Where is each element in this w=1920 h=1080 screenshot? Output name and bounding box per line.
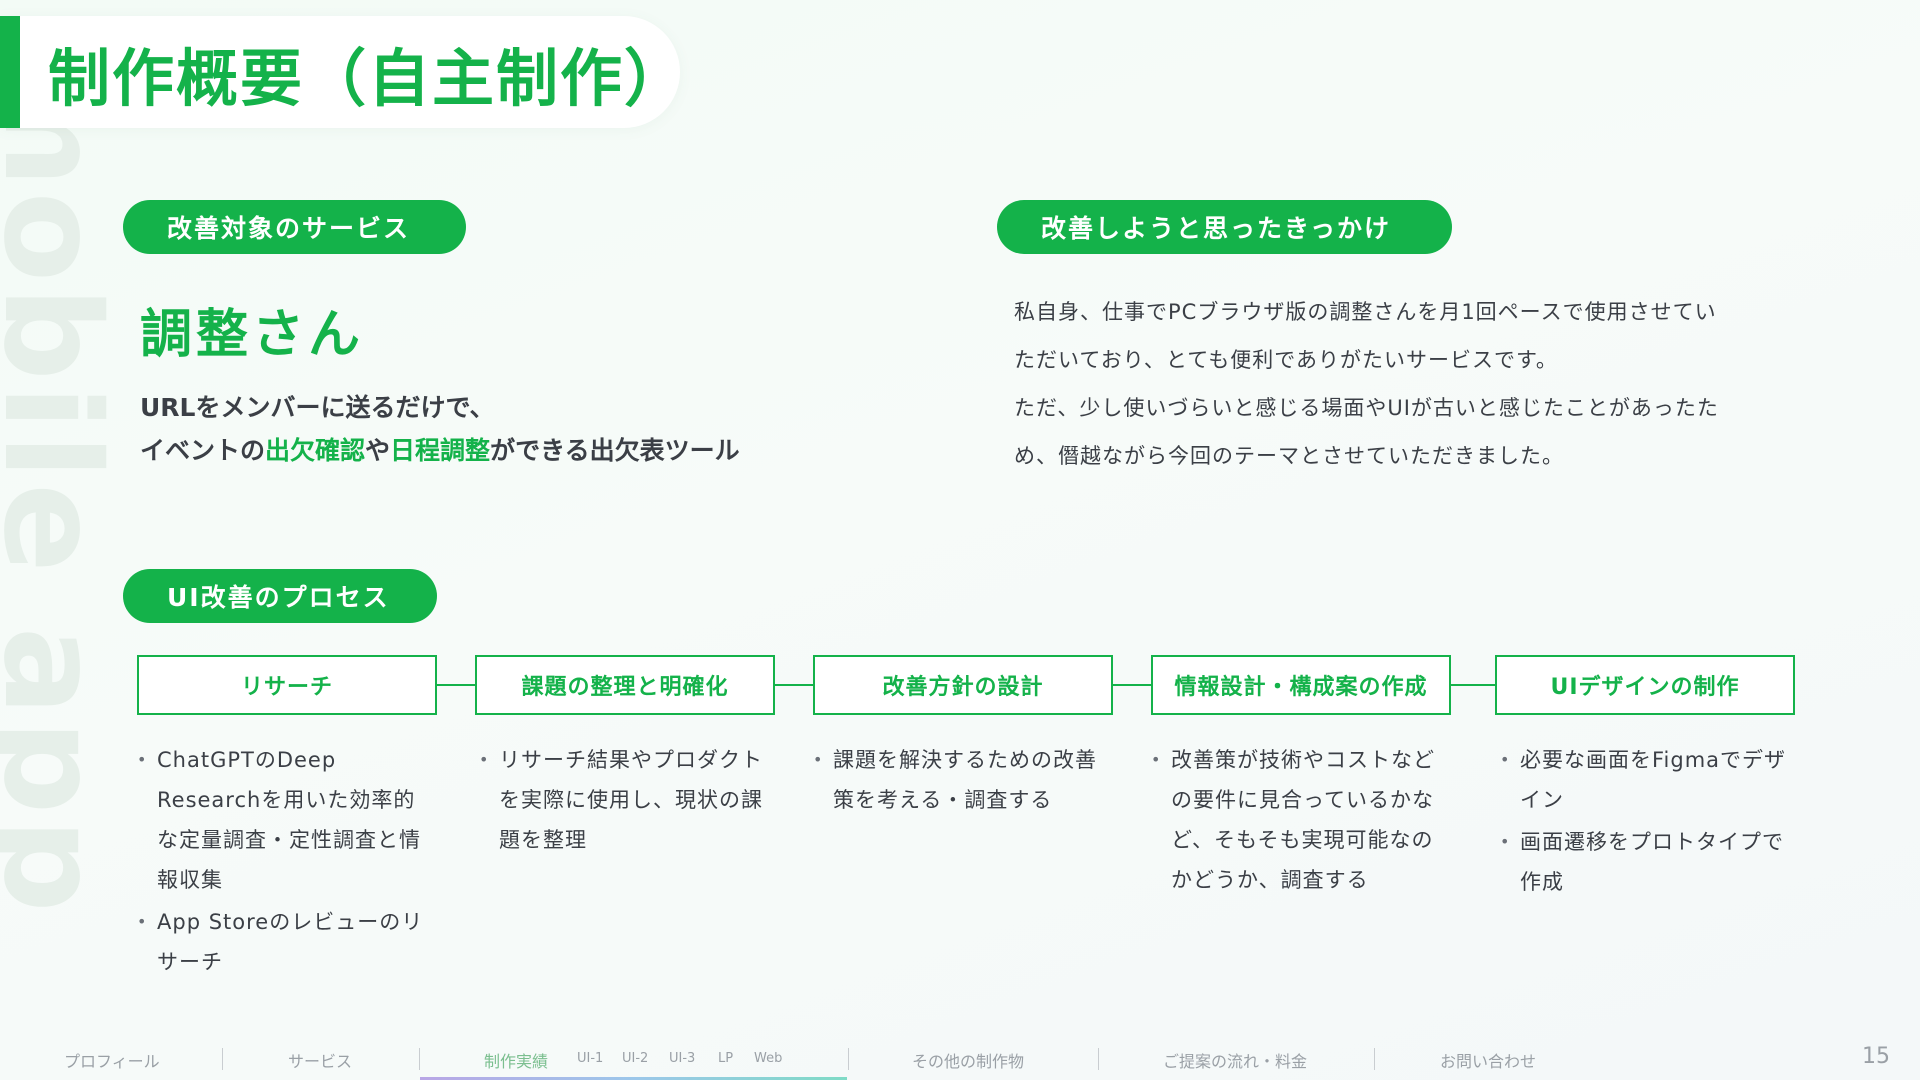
nav-sub-ui2[interactable]: UI-2 — [622, 1051, 649, 1066]
step-ui-design: UIデザインの制作 — [1495, 655, 1795, 715]
nav-separator — [222, 1048, 223, 1070]
step-research-bullets: ChatGPTのDeep Researchを用いた効率的な定量調査・定性調査と情… — [137, 740, 437, 984]
reason-line: ただ、少し使いづらいと感じる場面やUIが古いと感じたことがあったた — [1014, 396, 1719, 420]
service-desc-line1: URLをメンバーに送るだけで、 — [140, 393, 495, 422]
title-accent-bar — [0, 16, 20, 128]
desc-prefix: イベントの — [140, 436, 266, 465]
desc-suffix: ができる出欠表ツール — [490, 436, 740, 465]
page-number: 15 — [1862, 1044, 1890, 1069]
reason-line: 私自身、仕事でPCブラウザ版の調整さんを月1回ペースで使用させてい — [1014, 300, 1717, 324]
step-ui-bullets: 必要な画面をFigmaでデザイン 画面遷移をプロトタイプで作成 — [1500, 740, 1800, 904]
bullet-item: 改善策が技術やコストなどの要件に見合っているかなど、そもそも実現可能なのかどうか… — [1151, 740, 1451, 900]
service-desc-line2: イベントの出欠確認や日程調整ができる出欠表ツール — [140, 429, 740, 472]
nav-service[interactable]: サービス — [288, 1052, 353, 1071]
nav-active-underline — [420, 1077, 847, 1080]
watermark: mobile app — [0, 40, 140, 917]
step-policy-design: 改善方針の設計 — [813, 655, 1113, 715]
nav-separator — [1098, 1048, 1099, 1070]
bullet-item: 課題を解決するための改善策を考える・調査する — [813, 740, 1113, 820]
step-info-architecture: 情報設計・構成案の作成 — [1151, 655, 1451, 715]
nav-sub-ui1[interactable]: UI-1 — [577, 1051, 604, 1066]
desc-highlight-schedule: 日程調整 — [390, 436, 491, 465]
nav-profile[interactable]: プロフィール — [64, 1052, 160, 1071]
reason-heading: 改善しようと思ったきっかけ — [997, 200, 1452, 254]
bullet-item: 必要な画面をFigmaでデザイン — [1500, 740, 1800, 820]
process-steps: リサーチ 課題の整理と明確化 改善方針の設計 情報設計・構成案の作成 UIデザイ… — [137, 655, 1797, 715]
nav-separator — [419, 1048, 420, 1070]
bullet-item: App Storeのレビューのリサーチ — [137, 902, 437, 982]
nav-sub-lp[interactable]: LP — [718, 1051, 734, 1066]
bullet-item: 画面遷移をプロトタイプで作成 — [1500, 822, 1800, 902]
step-issue-bullets: リサーチ結果やプロダクトを実際に使用し、現状の課題を整理 — [479, 740, 779, 862]
bullet-item: リサーチ結果やプロダクトを実際に使用し、現状の課題を整理 — [479, 740, 779, 860]
process-heading: UI改善のプロセス — [123, 569, 437, 623]
target-service-heading: 改善対象のサービス — [123, 200, 466, 254]
footer-nav: プロフィール サービス 制作実績 UI-1 UI-2 UI-3 LP Web そ… — [0, 1040, 1920, 1080]
reason-line: め、僭越ながら今回のテーマとさせていただきました。 — [1014, 444, 1564, 468]
bullet-item: ChatGPTのDeep Researchを用いた効率的な定量調査・定性調査と情… — [137, 740, 437, 900]
step-policy-bullets: 課題を解決するための改善策を考える・調査する — [813, 740, 1113, 822]
desc-highlight-attendance: 出欠確認 — [265, 436, 366, 465]
nav-separator — [1374, 1048, 1375, 1070]
reason-line: ただいており、とても便利でありがたいサービスです。 — [1014, 348, 1558, 372]
reason-text: 私自身、仕事でPCブラウザ版の調整さんを月1回ペースで使用させてい ただいており… — [1014, 288, 1794, 480]
watermark-text: mobile app — [0, 50, 128, 917]
service-name: 調整さん — [140, 305, 365, 365]
nav-flow-pricing[interactable]: ご提案の流れ・料金 — [1163, 1052, 1308, 1071]
nav-sub-web[interactable]: Web — [754, 1051, 783, 1066]
service-description: URLをメンバーに送るだけで、 イベントの出欠確認や日程調整ができる出欠表ツール — [140, 386, 740, 472]
desc-mid: や — [365, 436, 391, 465]
nav-separator — [848, 1048, 849, 1070]
step-info-bullets: 改善策が技術やコストなどの要件に見合っているかなど、そもそも実現可能なのかどうか… — [1151, 740, 1451, 902]
nav-works[interactable]: 制作実績 — [484, 1052, 549, 1071]
nav-sub-ui3[interactable]: UI-3 — [669, 1051, 696, 1066]
step-issue-organize: 課題の整理と明確化 — [475, 655, 775, 715]
page-title: 制作概要（自主制作） — [48, 42, 689, 115]
nav-contact[interactable]: お問い合わせ — [1440, 1052, 1537, 1071]
title-banner — [0, 16, 680, 128]
step-research: リサーチ — [137, 655, 437, 715]
nav-other-works[interactable]: その他の制作物 — [912, 1052, 1025, 1071]
